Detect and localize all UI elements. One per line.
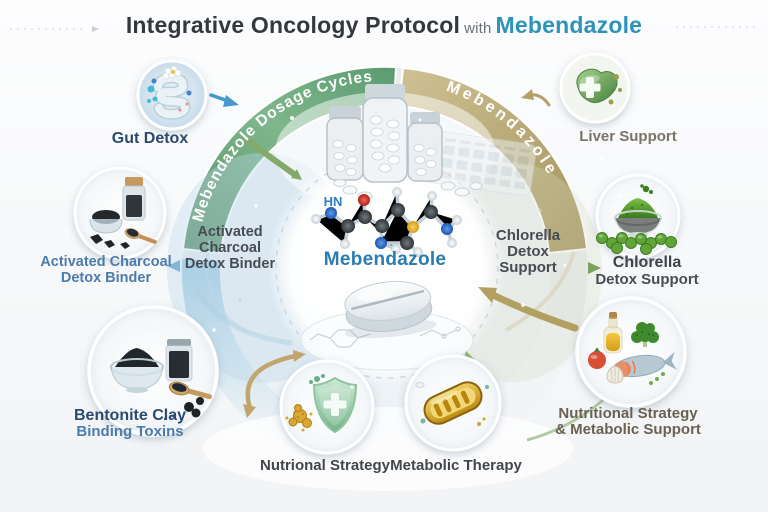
bentonite-label-line2: Binding Toxins <box>76 422 184 440</box>
gold-nuggets <box>285 404 313 432</box>
mebendazole-molecule: HN <box>311 187 462 257</box>
salmon-fish <box>612 351 677 378</box>
mebendazole-pill <box>344 281 437 339</box>
liver-support-icon <box>559 52 631 124</box>
bentonite-label-line1: Bentonite Clay <box>73 407 187 424</box>
mitochondria-icon <box>404 354 502 452</box>
bentonite-scoop <box>168 381 212 400</box>
inner-left-line3: Detox Binder <box>184 256 276 272</box>
tan-curved-arrow <box>243 350 306 418</box>
tomato <box>588 347 606 369</box>
olive-oil-bottle <box>603 312 623 354</box>
shield-shape <box>312 376 358 434</box>
nutrition-icon <box>575 296 687 408</box>
nutritional-strategy-label: Nutrional Strategy <box>259 457 391 474</box>
dosage-double-arrow <box>244 138 302 180</box>
charcoal-scoop <box>124 228 157 244</box>
flower-deco <box>162 65 182 80</box>
metabolic-therapy-label: Metabolic Therapy <box>390 457 522 474</box>
bentonite-label: Bentonite Clay Binding Toxins <box>74 408 186 439</box>
bentonite-jar <box>165 339 193 382</box>
broccoli <box>631 322 659 347</box>
inner-left-line1: Activated <box>197 224 263 240</box>
bentonite-clay-icon <box>87 305 219 437</box>
chlorella-label-line2: Detox Support <box>595 270 699 288</box>
nutrition-label-line1: Nutritional Strategy <box>558 405 698 422</box>
chlorella-label-line1: Chlorella <box>612 254 682 271</box>
activated-charcoal-label: Activated Charcoal Detox Binder <box>40 254 172 286</box>
gut-to-ring-arrow <box>223 95 239 107</box>
bentonite-bowl <box>110 348 164 393</box>
chlorella-puff <box>640 184 653 194</box>
inner-left-text: Activated Charcoal Detox Binder <box>185 224 275 272</box>
ring-segment-blue <box>181 259 308 449</box>
charcoal-jar <box>122 177 146 221</box>
nutrition-label-line2: & Metabolic Support <box>555 420 701 438</box>
inner-right-text: Chlorella Detox Support <box>496 228 560 276</box>
activated-charcoal-label-line1: Activated Charcoal <box>40 254 172 270</box>
gut-detox-icon <box>136 59 208 131</box>
hn-atom-label: HN <box>324 194 343 209</box>
inner-right-line1: Chlorella <box>495 227 561 244</box>
activated-charcoal-label-line2: Detox Binder <box>60 269 152 286</box>
center-drug-name: Mebendazole <box>323 249 447 270</box>
center-dashed-ring <box>275 155 499 379</box>
liver-support-label: Liver Support <box>579 128 677 145</box>
title-decor-lines <box>10 26 758 32</box>
inner-right-line3: Support <box>499 259 557 276</box>
chlorella-label: Chlorella Detox Support <box>595 254 699 288</box>
bottom-platform <box>203 407 573 491</box>
inner-right-line2: Detox <box>507 243 549 260</box>
chlorella-icon <box>595 173 681 259</box>
shield-cross-icon <box>323 393 347 416</box>
nutrition-label: Nutritional Strategy & Metabolic Support <box>555 406 701 437</box>
title-connector: with <box>464 20 492 37</box>
charcoal-bowl <box>89 210 123 234</box>
chlorella-pointer <box>588 262 601 274</box>
chlorella-tablets <box>596 232 677 255</box>
charcoal-pointer <box>167 260 180 272</box>
activated-charcoal-icon <box>73 166 167 260</box>
title-main: Integrative Oncology Protocol <box>125 12 461 38</box>
title-highlight: Mebendazole <box>495 12 643 38</box>
chlorella-bowl <box>614 198 662 238</box>
gut-detox-label: Gut Detox <box>111 130 189 147</box>
sparkles <box>212 116 603 389</box>
garlic <box>606 365 624 384</box>
gold-inward-arrow <box>478 287 579 332</box>
nutritional-shield-icon <box>279 359 375 455</box>
liver-hook-arrow <box>521 89 551 107</box>
inner-left-line2: Charcoal <box>198 240 262 256</box>
medical-cross-icon <box>579 77 601 98</box>
